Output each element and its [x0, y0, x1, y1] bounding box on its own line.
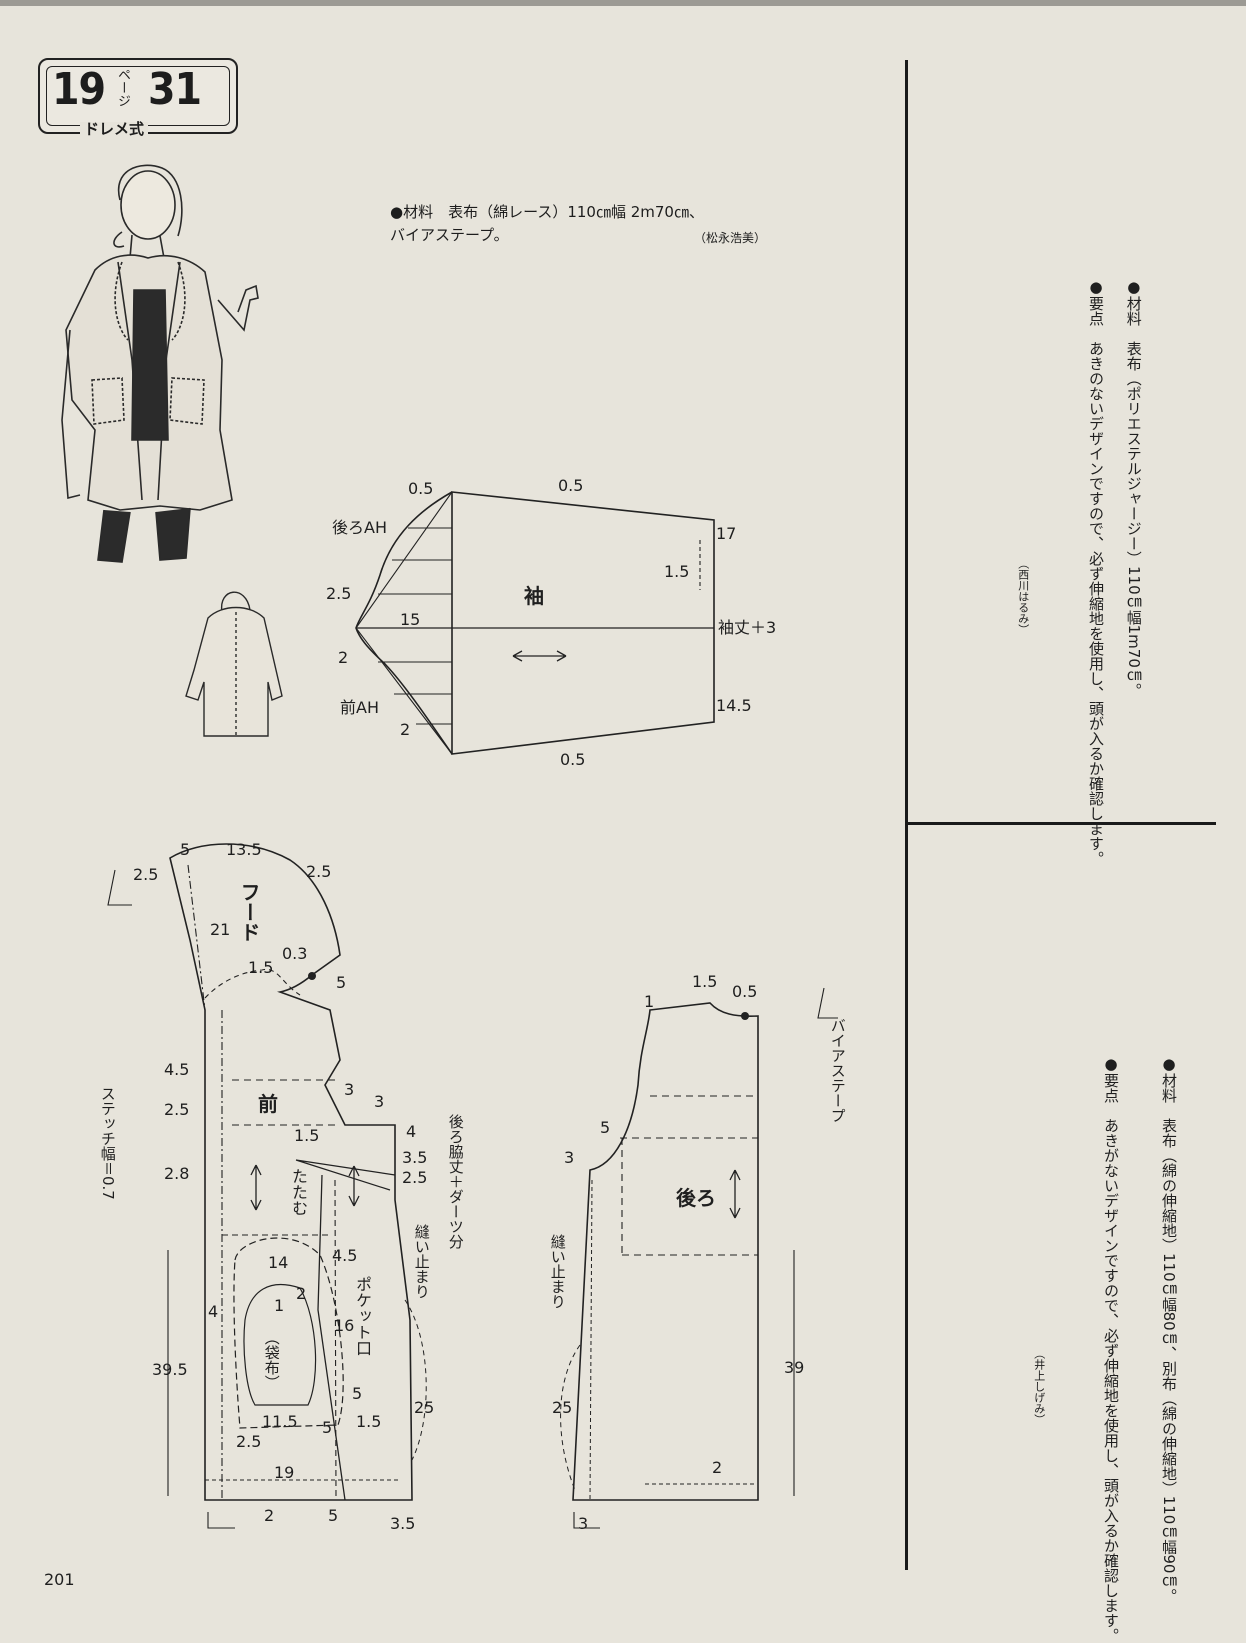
front-measure-11-5: 11.5 — [262, 1412, 298, 1431]
sleeve-front-armhole-label: 前AH — [340, 698, 379, 717]
back-stop-point-label: 縫い止まり — [548, 1234, 567, 1309]
hood-piece-label: フード — [237, 882, 261, 942]
back-measure-1: 1 — [644, 992, 655, 1011]
front-measure-3-5b: 3.5 — [390, 1514, 416, 1533]
sleeve-measure-top-mid: 0.5 — [558, 476, 584, 495]
bias-tape-label: バイアステープ — [828, 1018, 847, 1123]
front-measure-2-5a: 2.5 — [133, 865, 159, 884]
notes-top-credit: （西川はるみ） — [1016, 558, 1030, 635]
back-measure-2: 2 — [712, 1458, 723, 1477]
side-seam-label: 後ろ脇丈＋ダーツ分 — [446, 1114, 465, 1249]
front-measure-4-5b: 4.5 — [332, 1246, 358, 1265]
front-measure-39-5: 39.5 — [152, 1360, 188, 1379]
materials-line-2: バイアステープ。 — [390, 226, 509, 244]
front-measure-14: 14 — [268, 1253, 289, 1272]
materials-credit: （松永浩美） — [694, 231, 767, 245]
front-measure-1-5c: 1.5 — [356, 1412, 382, 1431]
sleeve-measure-right-top: 17 — [716, 524, 737, 543]
pattern-number-box: 19 ページ 31 — [38, 58, 238, 134]
front-measure-19: 19 — [274, 1463, 295, 1482]
notes-bottom-credit: （井上しげみ） — [1032, 1348, 1046, 1425]
front-measure-4-5a: 4.5 — [164, 1060, 190, 1079]
front-measure-21: 21 — [210, 920, 231, 939]
back-measure-3a: 3 — [564, 1148, 575, 1167]
front-measure-3-5a: 3.5 — [402, 1148, 428, 1167]
sleeve-measure-left-b: 2 — [338, 648, 349, 667]
sleeve-measure-right-bottom: 14.5 — [716, 696, 752, 715]
front-measure-2-5d: 2.5 — [402, 1168, 428, 1187]
section-divider — [908, 822, 1216, 825]
front-measure-4b: 4 — [208, 1302, 219, 1321]
fold-label: たたむ — [289, 1168, 308, 1216]
front-measure-5a: 5 — [180, 840, 191, 859]
stitch-width-label: ステッチ幅＝0.7 — [98, 1086, 117, 1200]
front-measure-5d: 5 — [322, 1418, 333, 1437]
materials-line-1: ●材料 表布（綿レース）110㎝幅 2m70㎝、 — [390, 203, 704, 221]
front-measure-16: 16 — [334, 1316, 355, 1335]
page-top-edge — [0, 0, 1246, 6]
front-measure-2-8: 2.8 — [164, 1164, 190, 1183]
front-piece-label: 前 — [258, 1092, 278, 1116]
front-measure-2b: 2 — [264, 1506, 275, 1525]
back-measure-5: 5 — [600, 1118, 611, 1137]
sleeve-pattern — [355, 491, 715, 755]
back-measure-25: 25 — [552, 1398, 573, 1417]
front-measure-13-5: 13.5 — [226, 840, 262, 859]
front-measure-1-5b: 1.5 — [294, 1126, 320, 1145]
front-measure-2-5c: 2.5 — [164, 1100, 190, 1119]
back-bodice-pattern — [560, 987, 838, 1529]
column-divider — [905, 60, 908, 1570]
sleeve-measure-right-inset: 1.5 — [664, 562, 690, 581]
front-measure-3a: 3 — [344, 1080, 355, 1099]
front-measure-5b: 5 — [336, 973, 347, 992]
front-measure-2a: 2 — [296, 1284, 307, 1303]
back-view-sketch — [185, 591, 283, 737]
pocket-opening-label: ポケット口 — [353, 1276, 372, 1356]
front-measure-3b: 3 — [374, 1092, 385, 1111]
sleeve-length-label: 袖丈＋3 — [718, 618, 777, 637]
front-measure-5c: 5 — [352, 1384, 363, 1403]
front-stop-point-label: 縫い止まり — [412, 1224, 431, 1299]
front-measure-25: 25 — [414, 1398, 435, 1417]
front-measure-5e: 5 — [328, 1506, 339, 1525]
page-reference-unit: ページ — [115, 68, 130, 107]
notes-top-material: ●材料 表布（ポリエステルジャージー）110㎝幅1m70㎝。 — [1124, 278, 1143, 698]
model-illustration — [61, 164, 259, 563]
sleeve-measure-bottom: 0.5 — [560, 750, 586, 769]
front-measure-0-3: 0.3 — [282, 944, 308, 963]
sleeve-measure-cap: 15 — [400, 610, 421, 629]
back-measure-39: 39 — [784, 1358, 805, 1377]
sleeve-piece-label: 袖 — [524, 584, 544, 608]
sleeve-back-armhole-label: 後ろAH — [332, 518, 387, 537]
pocket-pouch-label: （袋布） — [262, 1330, 281, 1390]
page-reference-number: 19 — [52, 64, 106, 115]
back-measure-1-5: 1.5 — [692, 972, 718, 991]
front-measure-4a: 4 — [406, 1122, 417, 1141]
back-piece-label: 後ろ — [676, 1186, 716, 1210]
page-number: 201 — [44, 1570, 75, 1589]
sleeve-measure-top-left: 0.5 — [408, 479, 434, 498]
front-measure-2-5e: 2.5 — [236, 1432, 262, 1451]
sleeve-measure-left-c: 2 — [400, 720, 411, 739]
sleeve-measure-left-a: 2.5 — [326, 584, 352, 603]
pattern-drawings — [61, 164, 838, 1529]
front-measure-2-5b: 2.5 — [306, 862, 332, 881]
front-measure-1a: 1 — [274, 1296, 285, 1315]
front-bodice-pattern — [107, 843, 427, 1529]
drafting-method: ドレメ式 — [80, 122, 149, 137]
item-number: 31 — [148, 64, 202, 115]
front-measure-1-5a: 1.5 — [248, 958, 274, 977]
back-measure-0-5: 0.5 — [732, 982, 758, 1001]
back-measure-3b: 3 — [578, 1514, 589, 1533]
